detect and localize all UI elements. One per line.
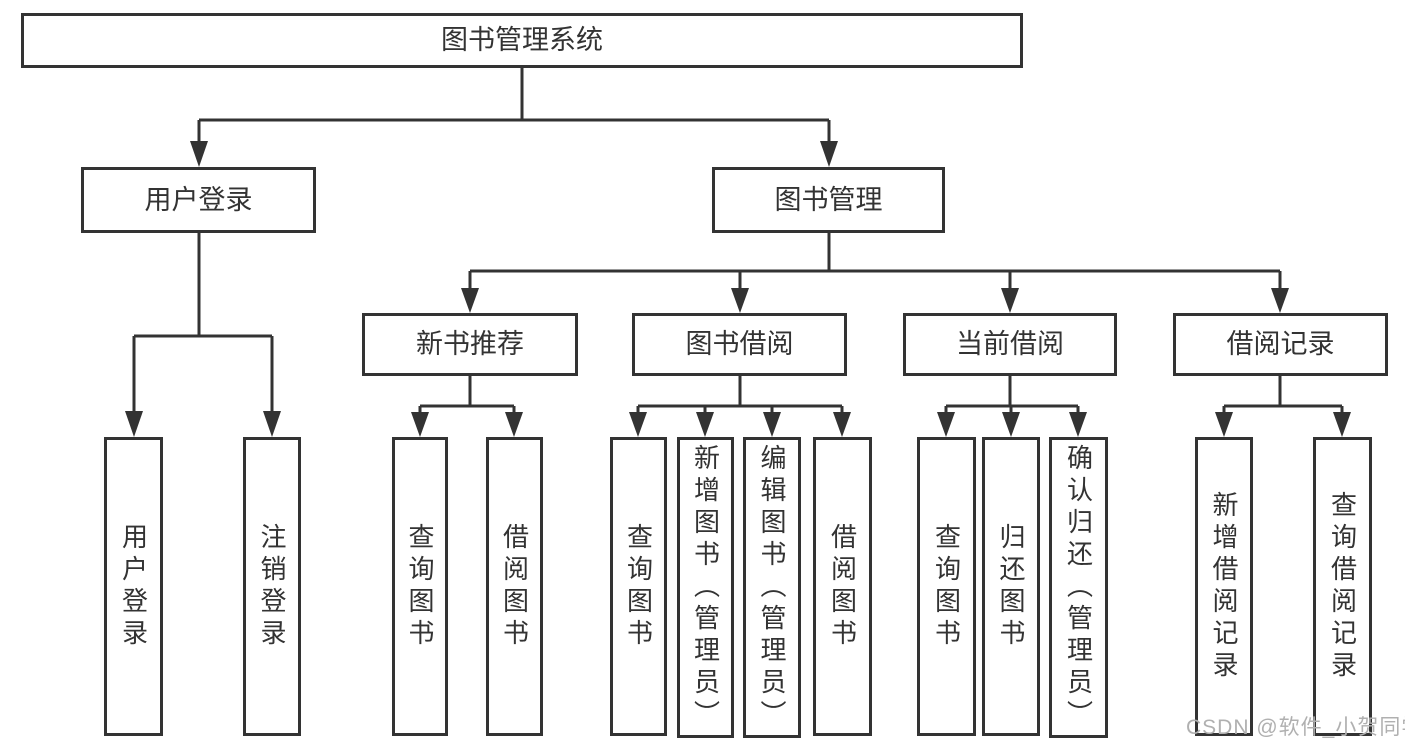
- leaf-return-books: 归还图书: [982, 437, 1040, 736]
- node-new-book-recommendation: 新书推荐: [362, 313, 578, 376]
- leaf-add-books-admin: 新增图书（管理员）: [677, 437, 734, 738]
- leaf-borrow-books-borrowing: 借阅图书: [813, 437, 872, 736]
- leaf-borrow-books-recommend: 借阅图书: [486, 437, 543, 736]
- leaf-query-books-recommend: 查询图书: [392, 437, 448, 736]
- leaf-user-login: 用户登录: [104, 437, 163, 736]
- node-user-login: 用户登录: [81, 167, 316, 233]
- node-borrowing-records: 借阅记录: [1173, 313, 1388, 376]
- node-book-management: 图书管理: [712, 167, 945, 233]
- leaf-confirm-return-admin: 确认归还（管理员）: [1049, 437, 1108, 738]
- node-book-borrowing: 图书借阅: [632, 313, 847, 376]
- node-root: 图书管理系统: [21, 13, 1023, 68]
- leaf-query-borrow-record: 查询借阅记录: [1313, 437, 1372, 736]
- watermark: CSDN @软件_小贺同学: [1186, 716, 1405, 739]
- node-current-borrowing: 当前借阅: [903, 313, 1117, 376]
- leaf-query-books-borrowing: 查询图书: [610, 437, 667, 736]
- leaf-query-books-current: 查询图书: [917, 437, 976, 736]
- leaf-add-borrow-record: 新增借阅记录: [1195, 437, 1253, 736]
- leaf-logout: 注销登录: [243, 437, 301, 736]
- leaf-edit-books-admin: 编辑图书（管理员）: [743, 437, 801, 738]
